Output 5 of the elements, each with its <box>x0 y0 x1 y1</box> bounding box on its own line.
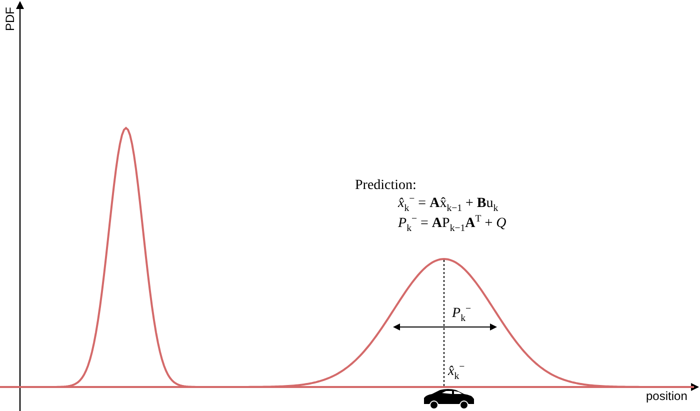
heading-text: Prediction: <box>355 178 416 194</box>
axis-label: PDF <box>3 7 17 31</box>
equation: x̂$_{k}$$^{−}$ = Ax̂$_{k−1}$ + Bu$_{k}$ <box>398 196 498 212</box>
axis-label: position <box>646 389 688 403</box>
equation: P$_{k}$$^{−}$ = AP$_{k−1}$A$^{T}$ + Q <box>398 216 506 232</box>
